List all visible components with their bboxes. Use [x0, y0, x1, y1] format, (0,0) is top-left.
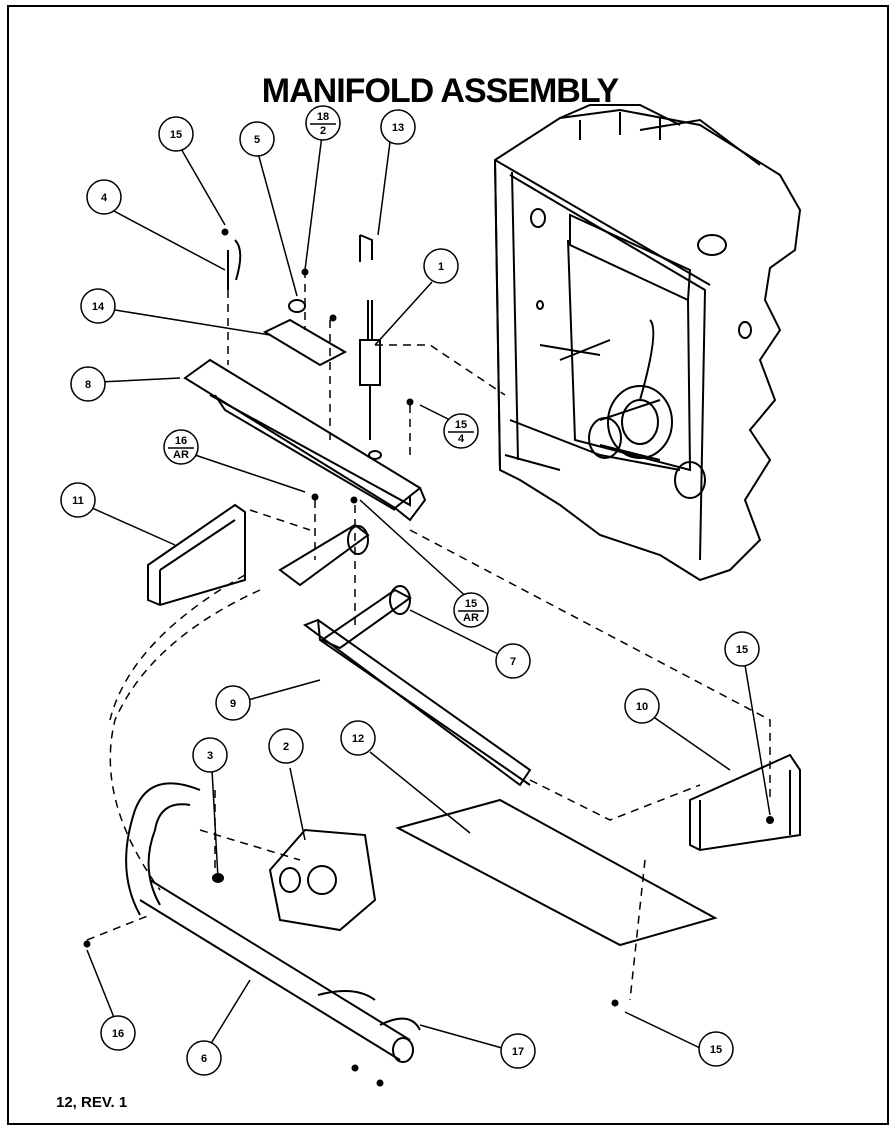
sensor-4: [227, 239, 242, 290]
callout-15-4: 154: [443, 413, 479, 449]
callout-den: 4: [458, 433, 465, 445]
callout-label: 2: [283, 741, 289, 753]
callout-8: 8: [70, 366, 106, 402]
part-13: [359, 234, 373, 262]
fasteners: [83, 228, 774, 1087]
callout-15-bottom: 15: [698, 1031, 734, 1067]
callout-3: 3: [192, 737, 228, 773]
callout-label: 15: [736, 644, 748, 656]
valve-and-piping: [125, 782, 421, 1063]
callout-label: 5: [254, 134, 260, 146]
callout-label: 1: [438, 261, 444, 273]
callout-num: 15: [465, 598, 477, 610]
callout-label: 15: [170, 129, 182, 141]
callout-14: 14: [80, 288, 116, 324]
callout-7: 7: [495, 643, 531, 679]
callout-label: 17: [512, 1046, 524, 1058]
callout-17: 17: [500, 1033, 536, 1069]
callout-label: 12: [352, 733, 364, 745]
callout-den: 2: [320, 125, 326, 137]
callout-den: AR: [463, 612, 479, 624]
callout-16: 16: [100, 1015, 136, 1051]
rail-9: [302, 618, 532, 787]
callout-label: 9: [230, 698, 236, 710]
callout-label: 6: [201, 1053, 207, 1065]
callout-num: 16: [175, 435, 187, 447]
callout-13: 13: [380, 109, 416, 145]
callout-label: 15: [710, 1044, 722, 1056]
callout-num: 15: [455, 419, 467, 431]
igniter-1: [359, 339, 381, 386]
callout-label: 14: [92, 301, 105, 313]
leader-lines: [86, 134, 771, 1051]
burner-7: [319, 588, 412, 650]
callout-9: 9: [215, 685, 251, 721]
manifold-bracket: [183, 234, 427, 522]
callout-4: 4: [86, 179, 122, 215]
tube-3: [125, 782, 201, 916]
callout-11: 11: [60, 482, 96, 518]
pipe-17: [317, 990, 421, 1031]
gas-valve-2: [268, 828, 377, 932]
callout-6: 6: [186, 1040, 222, 1076]
bracket-11: [147, 503, 246, 607]
callout-12: 12: [340, 720, 376, 756]
plate-12: [395, 798, 718, 947]
part-5: [288, 299, 306, 313]
callout-2: 2: [268, 728, 304, 764]
callout-18-2: 182: [305, 105, 341, 141]
bracket-14: [262, 318, 348, 367]
callout-label: 11: [72, 495, 84, 507]
callout-label: 3: [207, 750, 213, 762]
callout-15-top: 15: [158, 116, 194, 152]
diagram-title: MANIFOLD ASSEMBLY: [261, 72, 619, 110]
burner-parts: [147, 503, 801, 947]
callout-1: 1: [423, 248, 459, 284]
callout-label: 8: [85, 379, 91, 391]
callout-10: 10: [624, 688, 660, 724]
callout-label: 16: [112, 1028, 124, 1040]
callout-num: 18: [317, 111, 329, 123]
assembly-lines: [86, 270, 771, 1001]
callout-label: 7: [510, 656, 516, 668]
callout-label: 10: [636, 701, 648, 713]
page-border: [7, 5, 889, 1125]
pipe-6: [139, 879, 411, 1061]
callout-label: 13: [392, 122, 404, 134]
furnace-cabinet: [493, 104, 802, 582]
revision-label: 12, REV. 1: [56, 1094, 128, 1111]
callout-label: 4: [101, 192, 108, 204]
callout-15-right: 15: [724, 631, 760, 667]
bracket-10: [689, 753, 801, 852]
callout-den: AR: [173, 449, 189, 461]
callout-5: 5: [239, 121, 275, 157]
